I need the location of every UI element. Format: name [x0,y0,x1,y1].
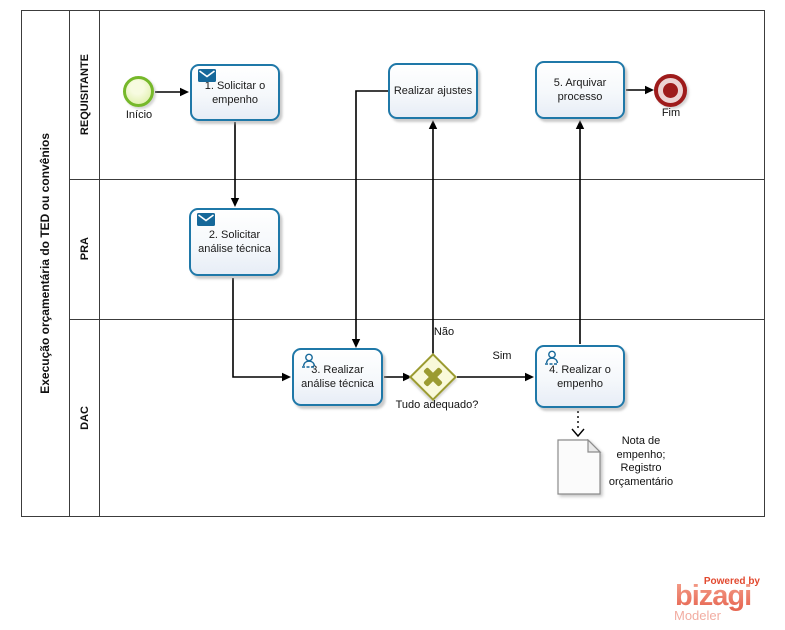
lane-requisitante[interactable]: REQUISITANTE [70,10,100,179]
data-object-label: Nota de empenho; Registro orçamentário [608,435,674,488]
pool-title-band[interactable]: Execução orçamentária do TED ou convênio… [21,10,70,517]
lane-requisitante-label: REQUISITANTE [79,53,91,136]
lane-dac[interactable]: DAC [70,319,100,517]
bizagi-logo: bizagi [675,580,752,612]
pool-title: Execução orçamentária do TED ou convênio… [38,133,52,394]
task-2-solicitar-analise[interactable]: 2. Solicitar análise técnica [189,208,280,276]
end-event[interactable] [654,74,687,107]
task-3-label: 3. Realizar análise técnica [301,364,374,390]
task-2-label: 2. Solicitar análise técnica [198,229,271,255]
lane-pra-label: PRA [79,237,91,261]
lane-divider-2 [70,319,765,320]
lane-dac-label: DAC [79,406,91,430]
user-icon [543,350,560,370]
task-4-realizar-empenho[interactable]: 4. Realizar o empenho [535,345,625,408]
lane-divider-1 [70,179,765,180]
lane-pra[interactable]: PRA [70,179,100,319]
powered-by-text: Powered by [704,576,760,587]
bizagi-modeler-text: Modeler [674,608,721,623]
message-icon [198,69,216,86]
task-3-realizar-analise[interactable]: 3. Realizar análise técnica [292,348,383,406]
message-icon [197,213,215,230]
flow-label-sim: Sim [492,350,512,362]
terminate-icon [663,83,678,98]
gateway-question-label: Tudo adequado? [395,399,479,411]
task-4-label: 4. Realizar o empenho [549,363,611,390]
flow-label-nao: Não [433,326,455,338]
task-5-arquivar-processo[interactable]: 5. Arquivar processo [535,61,625,119]
task-1-label: 1. Solicitar o empenho [204,79,266,106]
data-object-document[interactable] [557,438,603,501]
start-event[interactable] [123,76,154,107]
pool-border [21,10,765,517]
lane-label-column [70,10,100,517]
task-5-label: 5. Arquivar processo [553,77,607,103]
start-event-label: Início [125,109,153,121]
user-icon [300,353,317,373]
task-realizar-ajustes[interactable]: Realizar ajustes [388,63,478,119]
task-realizar-ajustes-label: Realizar ajustes [393,85,473,97]
task-1-solicitar-empenho[interactable]: 1. Solicitar o empenho [190,64,280,121]
end-event-label: Fim [661,107,681,119]
